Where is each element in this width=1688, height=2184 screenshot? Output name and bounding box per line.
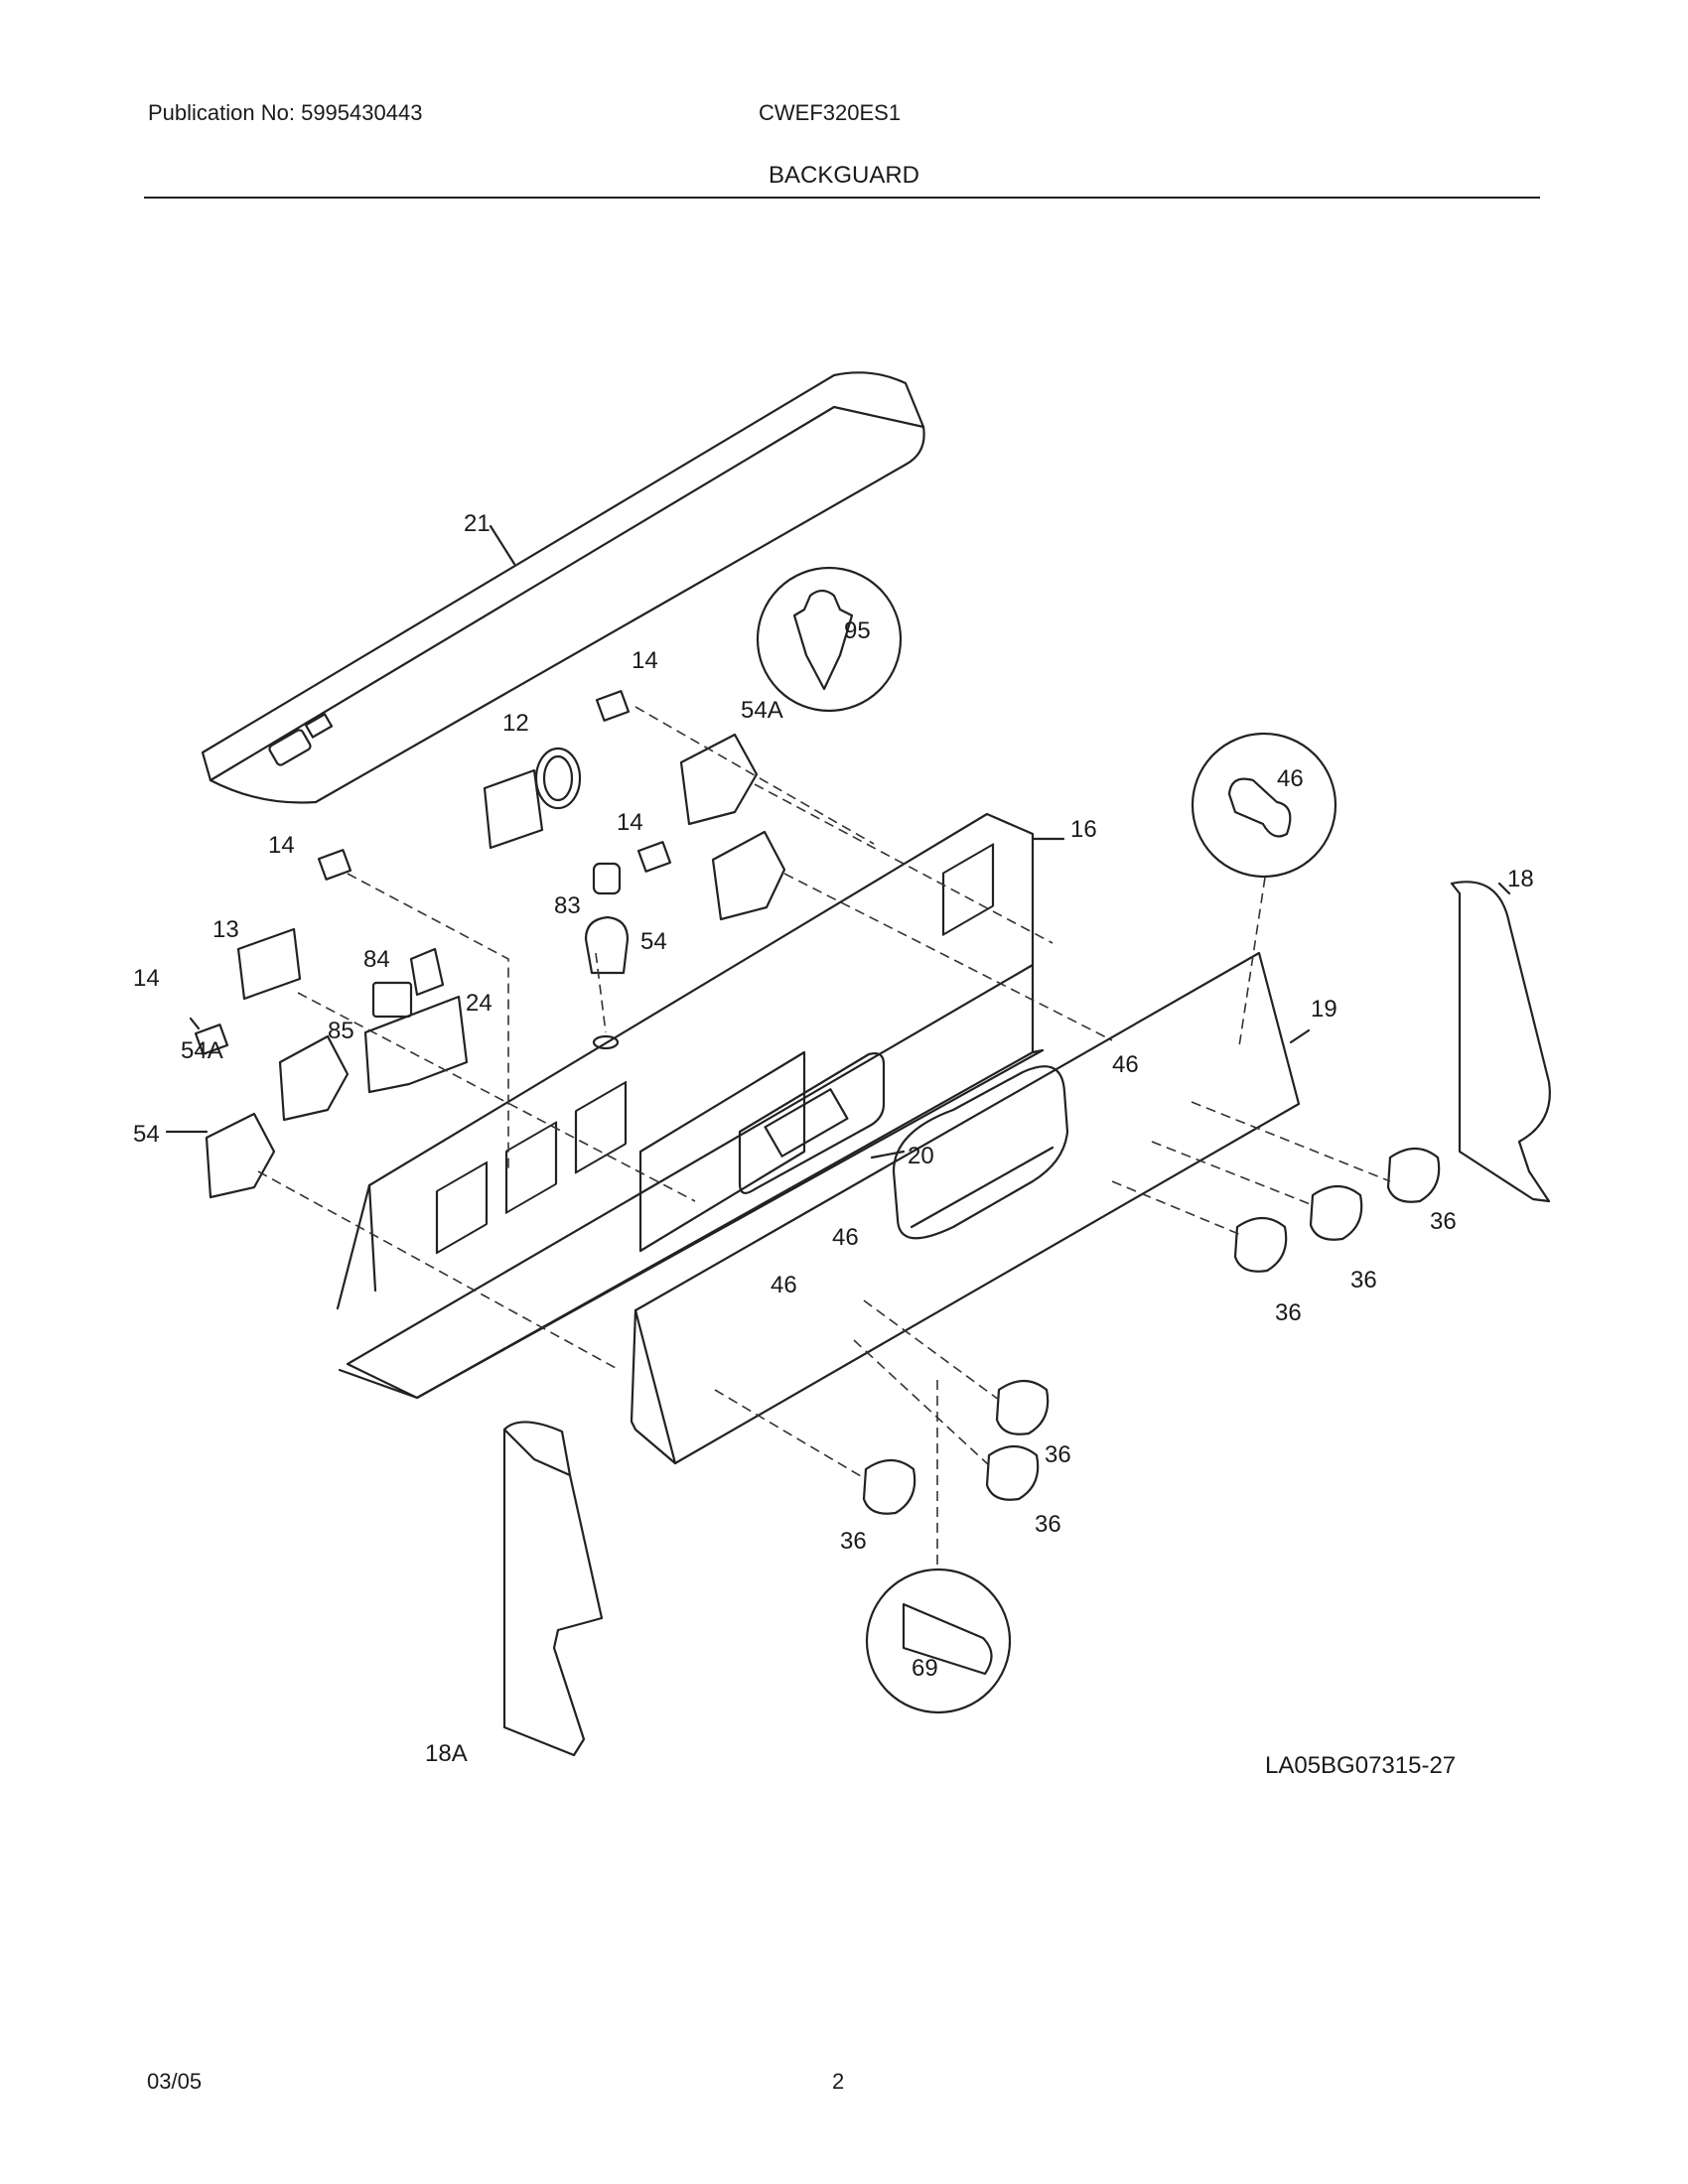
callout-label: 14 [617, 809, 643, 836]
part-83-lamp-socket [584, 862, 630, 1050]
detail-46 [1191, 732, 1337, 879]
part-14-b [636, 841, 672, 873]
callout-label: 85 [328, 1018, 354, 1044]
callout-label: 46 [771, 1272, 797, 1298]
callout-label: 54 [133, 1121, 160, 1148]
page-number: 2 [832, 2069, 845, 2094]
knob-36-a [1386, 1147, 1441, 1203]
header-rule [144, 197, 1540, 199]
part-14-d [194, 1024, 229, 1055]
part-19-front-panel [630, 951, 1301, 1465]
callout-label: 36 [1350, 1267, 1377, 1294]
knob-36-c [1233, 1216, 1288, 1273]
part-14-c [317, 849, 352, 881]
callout-label: 36 [1045, 1441, 1071, 1468]
model-number: CWEF320ES1 [759, 100, 902, 125]
callout-label: 36 [1430, 1208, 1457, 1235]
part-54A-upper [679, 733, 759, 826]
callout-label: 95 [844, 617, 871, 644]
part-84-light [371, 981, 413, 1019]
drawing-code: LA05BG07315-27 [1265, 1752, 1457, 1779]
knob-36-e [985, 1444, 1040, 1501]
callout-label: 83 [554, 892, 581, 919]
callout-label: 54A [741, 697, 783, 724]
part-18-end-cap [1450, 881, 1551, 1203]
callout-label: 54 [640, 928, 667, 955]
callout-label: 16 [1070, 816, 1097, 843]
callout-label: 19 [1311, 996, 1337, 1023]
callout-label: 14 [632, 647, 658, 674]
callout-label: 46 [832, 1224, 859, 1251]
detail-69 [865, 1568, 1012, 1714]
callout-label: 18A [425, 1740, 468, 1767]
callout-label: 12 [502, 710, 529, 737]
callout-label: 84 [363, 946, 390, 973]
part-20-clock [738, 1052, 886, 1194]
part-24-rocker [409, 947, 445, 997]
callout-label: 14 [133, 965, 160, 992]
callout-label: 36 [1035, 1511, 1061, 1538]
callout-label: 54A [181, 1037, 223, 1064]
callout-label: 69 [912, 1655, 938, 1682]
callout-label: 18 [1507, 866, 1534, 892]
knob-36-b [1309, 1184, 1363, 1241]
callout-label: 21 [464, 510, 491, 537]
callout-label: 46 [1112, 1051, 1139, 1078]
detail-95 [756, 566, 903, 713]
part-13-switch [236, 927, 302, 1001]
part-54-upper [711, 830, 786, 921]
callout-label: 13 [212, 916, 239, 943]
part-85-housing [363, 995, 469, 1094]
part-16-rear-panel [336, 812, 1045, 1400]
callout-label: 36 [1275, 1299, 1302, 1326]
part-12-thermostat [483, 747, 582, 850]
callout-label: 14 [268, 832, 295, 859]
part-54A-left [278, 1034, 350, 1122]
knob-36-f [862, 1458, 916, 1515]
part-14-a [595, 690, 631, 722]
callout-label: 46 [1277, 765, 1304, 792]
part-54-left [205, 1112, 276, 1199]
publication-number: Publication No: 5995430443 [148, 100, 423, 125]
callout-label: 20 [908, 1143, 934, 1169]
callout-label: 36 [840, 1528, 867, 1555]
callout-label: 24 [466, 990, 492, 1017]
footer-date: 03/05 [147, 2069, 203, 2094]
part-18A-end-cap [502, 1421, 604, 1757]
section-title: BACKGUARD [768, 162, 920, 189]
callout-labels: 21 95 14 54A 12 46 16 18 14 14 83 54 13 … [133, 510, 1534, 1767]
knob-36-d [995, 1379, 1050, 1435]
part-21-top-trim [201, 371, 925, 804]
